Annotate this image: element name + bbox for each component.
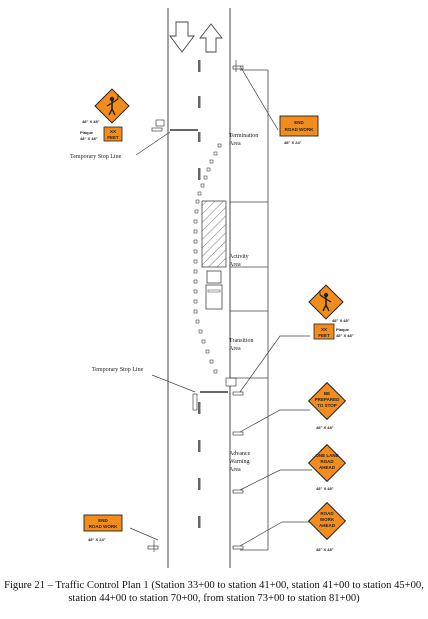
area-brackets xyxy=(230,69,269,551)
svg-text:48" X 24": 48" X 24" xyxy=(284,140,302,145)
svg-text:ROAD WORK: ROAD WORK xyxy=(89,524,118,529)
work-vehicle-icon xyxy=(205,270,223,310)
svg-text:END: END xyxy=(98,518,108,523)
svg-text:BE: BE xyxy=(324,391,330,396)
svg-text:48" X 48": 48" X 48" xyxy=(316,547,334,552)
svg-text:Plaque: Plaque xyxy=(80,130,94,135)
svg-text:XX: XX xyxy=(110,129,116,134)
svg-text:AHEAD: AHEAD xyxy=(319,523,336,528)
svg-text:FEET: FEET xyxy=(107,135,119,140)
down-arrow-icon xyxy=(169,21,195,53)
end-road-work-sign-top: END ROAD WORK 48" X 24" xyxy=(279,115,319,145)
flagger-sign-right: 48" X 48" XX FEET Plaque 48" X 48" xyxy=(308,284,354,340)
svg-text:FEET: FEET xyxy=(318,333,330,338)
flagger-sign-top: XX FEET 48" X 48" Plaque 48" X 48" xyxy=(80,88,130,142)
one-lane-road-ahead-sign: ONE LANE ROAD AHEAD 48" X 48" xyxy=(307,443,347,491)
svg-text:ROAD WORK: ROAD WORK xyxy=(285,127,314,132)
svg-text:48" X 48": 48" X 48" xyxy=(332,318,350,323)
svg-text:48" X 48": 48" X 48" xyxy=(82,119,100,124)
svg-text:ROAD: ROAD xyxy=(320,511,334,516)
channelizing-cones xyxy=(193,143,222,374)
figure-caption: Figure 21 – Traffic Control Plan 1 (Stat… xyxy=(4,580,424,604)
flagger-icon xyxy=(106,94,119,116)
leader-lines xyxy=(129,65,312,547)
end-road-work-sign-bottom: END ROAD WORK 48" X 24" xyxy=(83,514,123,542)
be-prepared-to-stop-sign: BE PREPARED TO STOP 48" X 48" xyxy=(307,381,347,430)
svg-text:48" X 48": 48" X 48" xyxy=(316,486,334,491)
svg-text:Plaque: Plaque xyxy=(336,327,350,332)
temp-stop-line-label-bottom: Temporary Stop Line xyxy=(92,367,144,373)
svg-text:48" X 24": 48" X 24" xyxy=(88,537,106,542)
flagger-icon-right xyxy=(319,290,332,312)
svg-text:WORK: WORK xyxy=(320,517,335,522)
svg-text:XX: XX xyxy=(321,327,327,332)
work-area-hatch xyxy=(201,200,227,268)
svg-text:ROAD: ROAD xyxy=(320,459,334,464)
svg-text:ONE LANE: ONE LANE xyxy=(315,453,338,458)
svg-text:AHEAD: AHEAD xyxy=(319,465,336,470)
svg-text:TO STOP: TO STOP xyxy=(317,403,337,408)
temp-stop-line-label-top: Temporary Stop Line xyxy=(70,154,122,160)
up-arrow-icon xyxy=(199,23,223,53)
svg-text:48" X 48": 48" X 48" xyxy=(316,425,334,430)
svg-text:END: END xyxy=(294,120,304,125)
sign-posts xyxy=(147,60,244,552)
svg-text:48" X 48": 48" X 48" xyxy=(336,333,354,338)
center-line xyxy=(198,60,201,528)
svg-text:PREPARED: PREPARED xyxy=(315,397,340,402)
svg-text:48" X 48": 48" X 48" xyxy=(80,136,98,141)
road-work-ahead-sign: ROAD WORK AHEAD 48" X 48" xyxy=(307,501,347,552)
